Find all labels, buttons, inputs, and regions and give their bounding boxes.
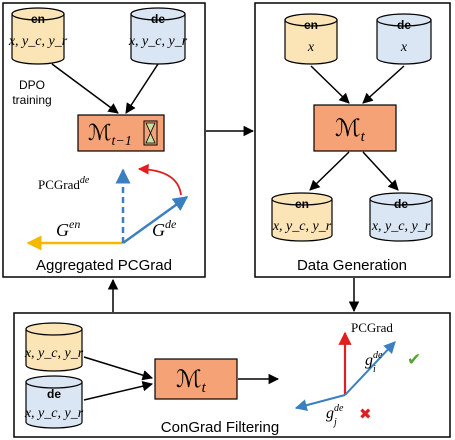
- cylinder-en-name: en: [31, 12, 45, 26]
- input-cylinder-en-name: en: [304, 18, 318, 32]
- arrow-filter-de-to-model: [83, 381, 154, 401]
- model-t-minus-1: ℳt−1: [77, 114, 165, 152]
- arrow-en-to-model: [51, 63, 119, 114]
- check-icon: ✔: [407, 350, 421, 370]
- input-cylinder-en: en x: [284, 13, 338, 65]
- gj-vector: [294, 394, 346, 412]
- output-cylinder-en-name: en: [295, 197, 309, 211]
- congrad-filtering-panel: x, y_c, y_r de x, y_c, y_r ℳt PCGrad gde…: [13, 312, 451, 438]
- aggregated-pcgrad-caption: Aggregated PCGrad: [36, 257, 172, 274]
- cylinder-de-name: de: [151, 12, 165, 26]
- output-cylinder-de: de x, y_c, y_r: [369, 192, 433, 242]
- arrow-input-en-to-model: [310, 65, 350, 104]
- model-t-filtering-label: ℳt: [176, 367, 207, 396]
- filter-cylinder-de-name: de: [47, 387, 61, 401]
- model-t-generation: ℳt: [313, 104, 397, 152]
- input-cylinder-de: de x: [376, 13, 432, 65]
- model-t-minus-1-label: ℳt−1: [88, 120, 132, 149]
- gi-sub: i: [373, 364, 376, 375]
- input-cylinder-de-name: de: [397, 18, 411, 32]
- input-cylinder-en-content: x: [307, 40, 315, 55]
- gj-label: gde: [326, 403, 344, 422]
- training-label: training: [12, 93, 51, 107]
- filter-pcgrad-label: PCGrad: [351, 320, 393, 335]
- output-cylinder-en-content: x, y_c, y_r: [272, 219, 332, 234]
- output-cylinder-en: en x, y_c, y_r: [271, 192, 333, 242]
- gi-vector: [344, 341, 396, 396]
- projection-arc: [137, 163, 182, 196]
- arrow-filter-en-to-model: [83, 356, 154, 381]
- model-t-generation-label: ℳt: [335, 116, 366, 145]
- cylinder-en-content: x, y_c, y_r: [8, 34, 68, 49]
- aggregated-pcgrad-panel: en x, y_c, y_r de x, y_c, y_r DPO traini…: [2, 2, 206, 278]
- g-de-label: Gde: [152, 217, 177, 240]
- cross-icon: ✖: [359, 405, 372, 423]
- arrow-model-to-output-en: [309, 151, 350, 191]
- g-de-vector: [122, 195, 189, 245]
- arrow-model-to-output-de: [362, 151, 399, 191]
- input-cylinder-de-content: x: [400, 40, 408, 55]
- data-generation-panel: en x de x ℳt en x, y_c, y_r d: [254, 2, 451, 278]
- hourglass-icon: [143, 120, 158, 146]
- cylinder-de-content: x, y_c, y_r: [128, 34, 188, 49]
- gj-sub: j: [332, 417, 337, 428]
- filter-cylinder-en-content: x, y_c, y_r: [24, 346, 84, 361]
- data-generation-caption: Data Generation: [297, 257, 407, 274]
- g-en-label: Gen: [56, 217, 80, 240]
- cylinder-en: en x, y_c, y_r: [8, 7, 68, 65]
- model-t-filtering: ℳt: [154, 358, 238, 400]
- filter-cylinder-de-content: x, y_c, y_r: [24, 406, 84, 421]
- dpo-label: DPO: [19, 78, 45, 92]
- output-cylinder-de-name: de: [394, 197, 408, 211]
- arrow-de-to-model: [125, 63, 159, 114]
- pcgrad-de-label: PCGradde: [38, 175, 90, 192]
- cylinder-de: de x, y_c, y_r: [128, 7, 188, 65]
- filter-cylinder-en: x, y_c, y_r: [24, 322, 84, 372]
- congrad-filtering-caption: ConGrad Filtering: [161, 419, 279, 436]
- filter-cylinder-de: de x, y_c, y_r: [24, 375, 84, 429]
- arrow-input-de-to-model: [362, 65, 405, 104]
- output-cylinder-de-content: x, y_c, y_r: [371, 219, 431, 234]
- gi-label: gde: [365, 350, 383, 369]
